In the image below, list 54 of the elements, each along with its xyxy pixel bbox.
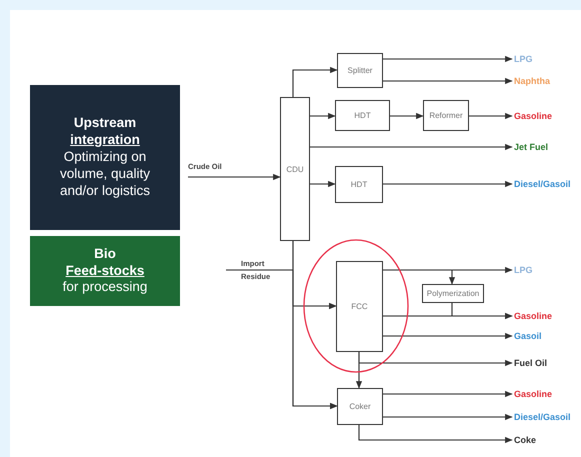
arrow (383, 180, 513, 188)
panel-text: Bio (94, 246, 116, 263)
process-box (337, 388, 383, 425)
process-box (280, 97, 310, 241)
product-label: Coke (514, 435, 536, 445)
arrow (383, 56, 513, 62)
arrow (310, 144, 513, 150)
arrow (292, 66, 338, 97)
product-label: Fuel Oil (514, 358, 548, 368)
process-box (336, 261, 383, 352)
process-box (337, 53, 383, 88)
unit-label: Polymerization (426, 289, 480, 298)
unit-label: CDU (286, 164, 304, 174)
product-label: Gasoline (514, 311, 552, 321)
panel-text: Feed-stocks (66, 262, 144, 280)
arrow (356, 352, 362, 389)
arrow (383, 312, 513, 320)
arrow (383, 332, 513, 340)
product-label: Jet Fuel (514, 142, 548, 152)
arrow (188, 174, 281, 180)
info-panel (30, 85, 180, 230)
arrow (383, 269, 456, 285)
product-label: Gasoline (514, 111, 552, 121)
arrow (310, 180, 336, 188)
product-label: Diesel/Gasoil (514, 412, 571, 422)
unit-label: FCC (351, 302, 368, 311)
arrow (310, 112, 336, 120)
arrow (358, 425, 513, 444)
product-label: Gasoil (514, 331, 542, 341)
panel-text: Upstream (74, 115, 136, 132)
process-box (422, 284, 484, 303)
arrow (383, 390, 513, 398)
process-box (423, 100, 469, 131)
arrow (390, 112, 424, 120)
panel-text: integration (70, 132, 140, 150)
product-label: Gasoline (514, 389, 552, 399)
panel-text: for processing (62, 279, 148, 296)
unit-label: HDT (354, 111, 371, 120)
product-label: Naphtha (514, 76, 550, 86)
arrow (469, 112, 513, 120)
unit-label: Reformer (429, 111, 463, 120)
product-label: LPG (514, 265, 533, 275)
unit-label: Coker (349, 402, 371, 411)
arrow (383, 414, 513, 420)
arrow (383, 78, 513, 84)
product-label: LPG (514, 54, 533, 64)
info-panel (30, 236, 180, 306)
arrow (292, 241, 338, 410)
unit-label: Splitter (348, 66, 372, 75)
unit-label: HDT (350, 180, 368, 189)
process-box (335, 166, 383, 203)
process-box (335, 100, 390, 131)
panel-text: Optimizing on volume, quality and/or logistics (58, 149, 152, 200)
product-label: Diesel/Gasoil (514, 179, 571, 189)
